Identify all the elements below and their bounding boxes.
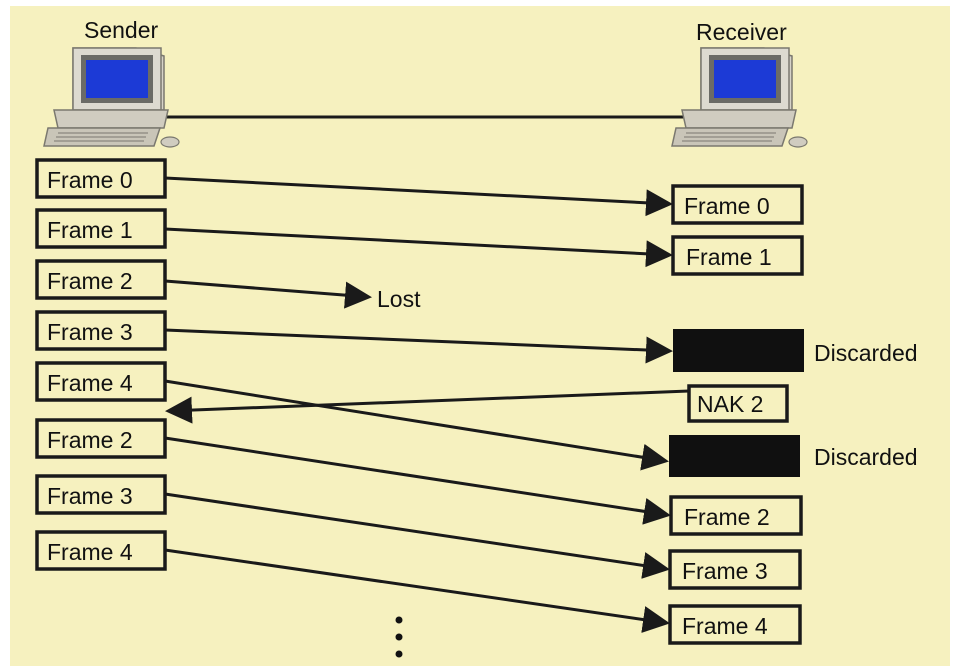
discarded-label: Discarded bbox=[814, 444, 918, 470]
sender-frame-label: Frame 3 bbox=[47, 319, 133, 345]
receiver-frame-label: Frame 4 bbox=[682, 613, 768, 639]
receiver-label: Receiver bbox=[696, 19, 787, 45]
receiver-computer-icon bbox=[671, 47, 808, 148]
receiver-discarded-2: Discarded bbox=[669, 435, 918, 477]
sender-frame-label: Frame 2 bbox=[47, 427, 133, 453]
lost-label: Lost bbox=[377, 286, 421, 312]
arrow-frame-3 bbox=[164, 328, 673, 364]
receiver-frame-2-retransmit: Frame 2 bbox=[669, 495, 803, 536]
receiver-frame-label: Frame 0 bbox=[684, 193, 770, 219]
receiver-frame-label: Frame 1 bbox=[686, 244, 772, 270]
sender-frame-label: Frame 1 bbox=[47, 217, 133, 243]
sender-frame-label: Frame 3 bbox=[47, 483, 133, 509]
nak-box: NAK 2 bbox=[687, 384, 789, 423]
continuation-ellipsis bbox=[395, 616, 403, 658]
receiver-frame-label: Frame 2 bbox=[684, 504, 770, 530]
arrow-frame-4-retransmit bbox=[164, 548, 670, 633]
receiver-frame-1: Frame 1 bbox=[671, 235, 804, 276]
sender-frame-label: Frame 0 bbox=[47, 167, 133, 193]
arrow-frame-0 bbox=[164, 176, 673, 217]
sender-frame-0: Frame 0 bbox=[35, 158, 167, 199]
nak-label: NAK 2 bbox=[697, 391, 763, 417]
sender-frame-label: Frame 4 bbox=[47, 539, 133, 565]
arrow-frame-2-lost bbox=[164, 279, 372, 309]
sender-frame-label: Frame 4 bbox=[47, 370, 133, 396]
receiver-discarded-1: Discarded bbox=[673, 329, 918, 372]
arrow-frame-3-retransmit bbox=[164, 492, 670, 579]
sender-frame-4: Frame 4 bbox=[35, 361, 167, 402]
discarded-label: Discarded bbox=[814, 340, 918, 366]
arrow-frame-2-retransmit bbox=[164, 436, 671, 525]
sender-label: Sender bbox=[84, 17, 159, 43]
receiver-frame-label: Frame 3 bbox=[682, 558, 768, 584]
sender-frame-label: Frame 2 bbox=[47, 268, 133, 294]
arrow-frame-4 bbox=[164, 379, 669, 471]
sender-frame-2: Frame 2 bbox=[35, 259, 167, 300]
sender-computer-icon bbox=[43, 47, 180, 148]
receiver-frame-3-retransmit: Frame 3 bbox=[668, 549, 802, 590]
arrow-frame-1 bbox=[164, 227, 673, 268]
sender-frame-1: Frame 1 bbox=[35, 208, 167, 249]
arrow-nak-2 bbox=[165, 389, 690, 424]
receiver-frame-4-retransmit: Frame 4 bbox=[668, 604, 802, 645]
receiver-frame-0: Frame 0 bbox=[671, 184, 804, 225]
